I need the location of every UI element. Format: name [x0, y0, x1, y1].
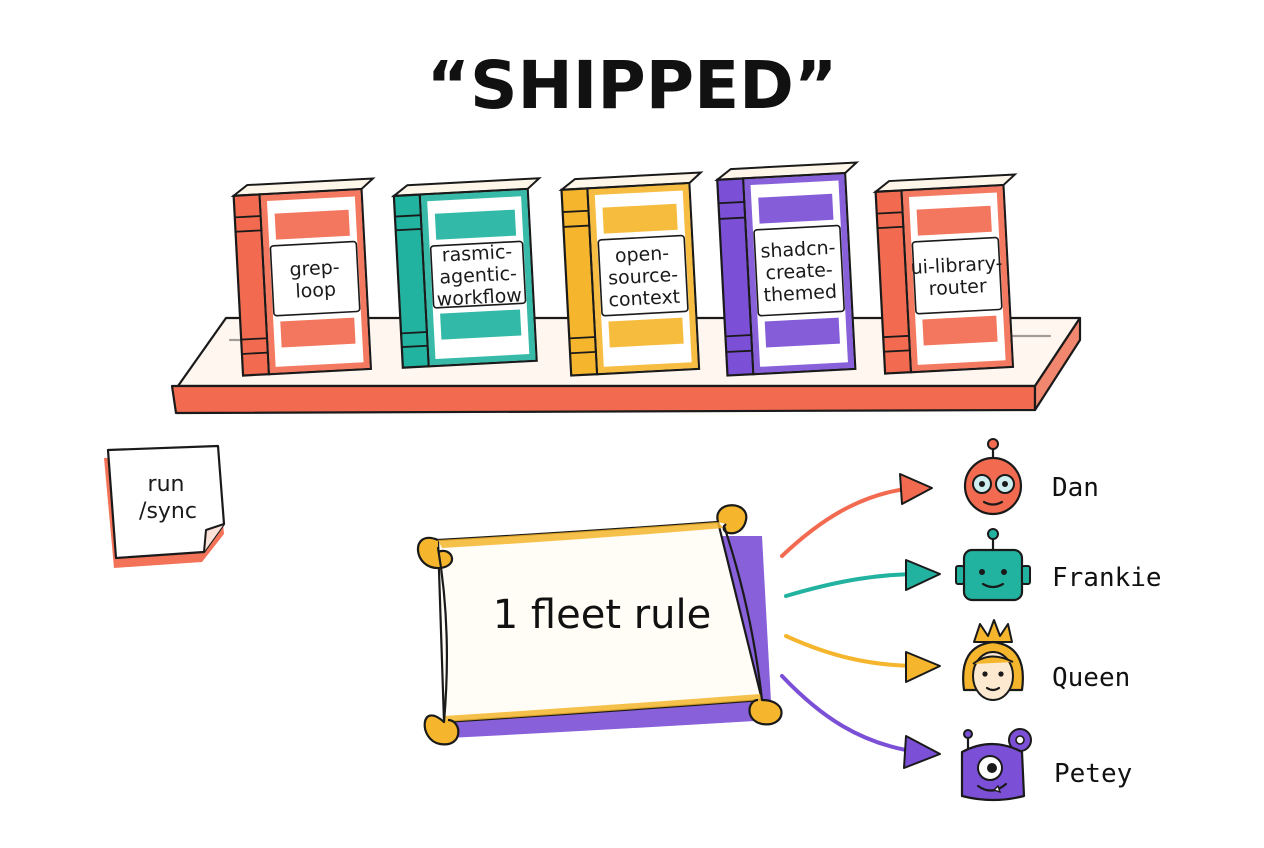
arrow-to-frankie — [784, 559, 941, 598]
sticky-note: run /sync — [104, 444, 226, 568]
agent-name-queen: Queen — [1052, 663, 1130, 693]
book-2-title-line-2: agentic- — [439, 263, 518, 289]
robot-head-icon — [963, 438, 1023, 516]
agent-queen: Queen — [962, 619, 1130, 701]
book-2: rasmic-agentic-workflow — [390, 177, 542, 369]
square-robot-icon — [955, 528, 1031, 602]
queen-face-icon — [962, 619, 1024, 701]
book-1: grep-loop — [230, 177, 376, 377]
arrow-to-dan — [780, 473, 933, 558]
book-1-title-line-1: grep- — [289, 256, 340, 281]
book-4-title-line-1: shadcn- — [760, 237, 836, 263]
agent-dan: Dan — [963, 438, 1099, 516]
rule-scroll: 1 fleet rule — [416, 504, 783, 746]
book-2-title-line-1: rasmic- — [441, 241, 513, 267]
sticky-note-line-1: run — [148, 472, 185, 497]
scroll-text: 1 fleet rule — [493, 592, 712, 638]
page-title: “SHIPPED” — [427, 47, 838, 124]
book-row: grep-looprasmic-agentic-workflowopen-sou… — [230, 161, 1018, 377]
book-3-title-line-2: source- — [608, 264, 679, 290]
agent-name-dan: Dan — [1052, 473, 1099, 503]
book-4: shadcn-create-themed — [714, 161, 860, 377]
book-2-title-line-3: workflow — [436, 284, 522, 310]
book-3: open-source-context — [558, 171, 704, 377]
book-4-title-line-2: create- — [765, 259, 833, 284]
arrows — [780, 473, 941, 769]
agent-frankie: Frankie — [955, 528, 1162, 602]
book-5: ui-library-router — [872, 173, 1018, 375]
arrow-to-petey — [780, 674, 941, 769]
book-4-title-line-3: themed — [763, 281, 838, 307]
agent-name-petey: Petey — [1054, 759, 1132, 789]
sticky-note-line-2: /sync — [139, 499, 197, 524]
book-3-title-line-3: context — [608, 286, 681, 312]
agent-petey: Petey — [960, 728, 1132, 802]
cyclops-robot-icon — [960, 728, 1032, 802]
book-5-title-line-2: router — [928, 275, 987, 300]
arrow-to-queen — [784, 634, 941, 683]
book-3-title-line-1: open- — [614, 242, 669, 267]
agent-name-frankie: Frankie — [1052, 563, 1162, 593]
book-1-title-line-2: loop — [295, 279, 337, 303]
book-5-title-line-1: ui-library- — [910, 252, 1003, 279]
